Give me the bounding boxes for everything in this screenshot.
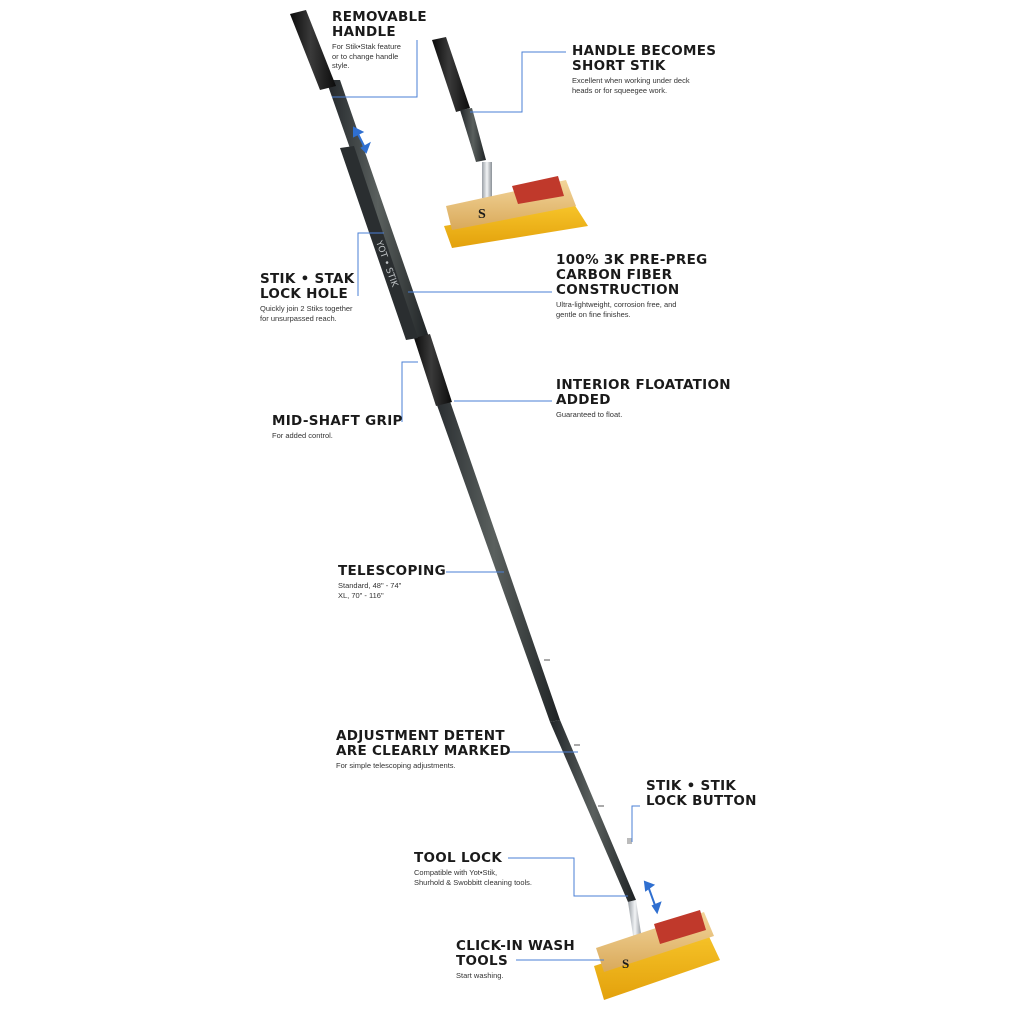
- mid-shaft-grip: [414, 334, 452, 406]
- callout-desc: Guaranteed to float.: [556, 410, 623, 419]
- detent-mark: [574, 744, 580, 746]
- leader-short-stik: [470, 51, 566, 113]
- short-stik: [432, 37, 492, 198]
- callout-mid-shaft-grip: MID-SHAFT GRIP For added control.: [272, 414, 403, 441]
- callout-title: HANDLE BECOMES SHORT STIK: [572, 43, 717, 74]
- leader-mid-grip: [401, 361, 418, 422]
- carbon-fiber-section: [340, 146, 418, 340]
- callout-tool-lock: TOOL LOCK Compatible with Yot•Stik, Shur…: [414, 851, 532, 887]
- detent-mark: [598, 805, 604, 807]
- callout-carbon-fiber: 100% 3K PRE-PREG CARBON FIBER CONSTRUCTI…: [556, 253, 707, 319]
- brush-bottom-label: [654, 910, 706, 944]
- leader-lock-button: [631, 805, 640, 842]
- callout-title: INTERIOR FLOATATION ADDED: [556, 377, 731, 408]
- brush-top-logo: S: [478, 207, 486, 222]
- callout-title: CLICK-IN WASH TOOLS: [456, 938, 576, 969]
- callout-floatation: INTERIOR FLOATATION ADDED Guaranteed to …: [556, 378, 731, 420]
- callout-title: TELESCOPING: [338, 563, 446, 579]
- callout-title: STIK • STAK LOCK HOLE: [260, 271, 355, 302]
- callout-title: ADJUSTMENT DETENT ARE CLEARLY MARKED: [336, 728, 511, 759]
- callout-lock-hole: STIK • STAK LOCK HOLE Quickly join 2 Sti…: [260, 272, 355, 323]
- adjust-arrow-top: [353, 126, 371, 154]
- callout-wash-tools: CLICK-IN WASH TOOLS Start washing.: [456, 939, 575, 981]
- tool-lock-ferrule: [628, 900, 642, 942]
- callout-desc: Quickly join 2 Stiks together for unsurp…: [260, 304, 353, 323]
- leader-removable-handle: [332, 40, 418, 98]
- pole-middle-section: [428, 378, 560, 722]
- callout-adjustment-detent: ADJUSTMENT DETENT ARE CLEARLY MARKED For…: [336, 729, 511, 771]
- callout-title: STIK • STIK LOCK BUTTON: [646, 778, 757, 809]
- removable-handle-grip: [290, 10, 336, 90]
- pole-upper-section: [326, 80, 430, 342]
- short-stik-ferrule: [482, 162, 492, 198]
- callout-removable-handle: REMOVABLE HANDLE For Stik•Stak feature o…: [332, 10, 427, 71]
- brush-top: S: [444, 176, 588, 248]
- brush-top-label: [512, 176, 564, 204]
- pole-lower-section: [550, 720, 636, 902]
- callout-desc: For added control.: [272, 431, 333, 440]
- leader-lock-hole: [357, 232, 384, 296]
- callout-title: 100% 3K PRE-PREG CARBON FIBER CONSTRUCTI…: [556, 252, 708, 298]
- callout-short-stik: HANDLE BECOMES SHORT STIK Excellent when…: [572, 44, 716, 95]
- callout-desc: For Stik•Stak feature or to change handl…: [332, 42, 401, 70]
- callout-telescoping: TELESCOPING Standard, 48" - 74" XL, 70" …: [338, 564, 446, 600]
- brush-bottom: S: [594, 910, 720, 1000]
- callout-desc: Standard, 48" - 74" XL, 70" - 116": [338, 581, 402, 600]
- callout-desc: Ultra-lightweight, corrosion free, and g…: [556, 300, 677, 319]
- leader-tool-lock: [508, 857, 628, 897]
- callout-desc: Start washing.: [456, 971, 504, 980]
- main-pole: [290, 10, 642, 942]
- brush-bottom-logo: S: [622, 956, 629, 971]
- short-stik-shaft: [460, 108, 486, 162]
- callout-desc: Compatible with Yot•Stik, Shurhold & Swo…: [414, 868, 532, 887]
- callout-title: TOOL LOCK: [414, 850, 503, 866]
- callout-title: REMOVABLE HANDLE: [332, 9, 427, 40]
- callout-desc: Excellent when working under deck heads …: [572, 76, 690, 95]
- callout-title: MID-SHAFT GRIP: [272, 413, 403, 429]
- callout-lock-button: STIK • STIK LOCK BUTTON: [646, 779, 757, 809]
- lock-button: [627, 838, 632, 844]
- leader-lines: [332, 40, 640, 961]
- adjust-arrow-bottom: [643, 880, 662, 915]
- callout-desc: For simple telescoping adjustments.: [336, 761, 456, 770]
- short-stik-grip: [432, 37, 470, 112]
- brush-top-bristles: [444, 204, 588, 248]
- brush-bottom-bristles: [594, 930, 720, 1000]
- detent-mark: [544, 659, 550, 661]
